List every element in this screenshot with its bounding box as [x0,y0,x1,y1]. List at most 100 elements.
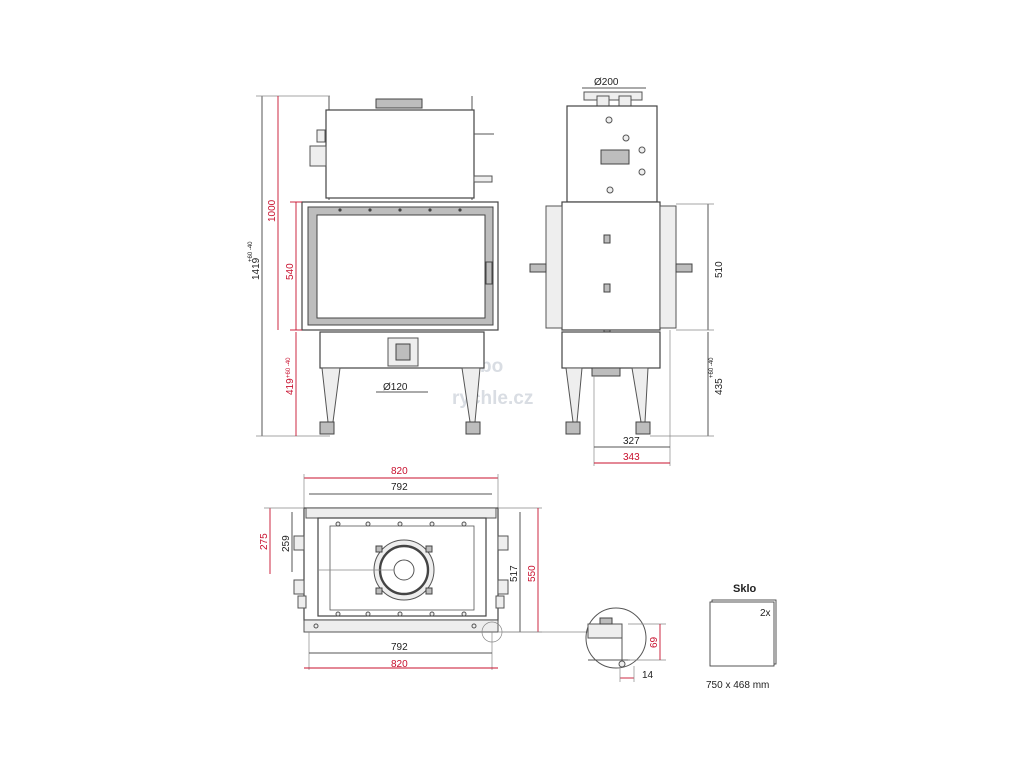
detail-dim-offset-label: 14 [642,670,654,681]
plan-bracket-left [293,535,305,551]
plan-flue-tab [425,587,433,595]
front-dim-legs-label: 419 [285,378,296,395]
front-air-inlet-core [395,343,411,361]
side-foot-left [565,421,581,435]
front-dim-legs-tolerance: +60 -40 [286,357,292,378]
plan-dim-left-inner-label: 259 [281,535,292,552]
plan-flue-tab [425,545,433,553]
plan-bracket-right [497,579,509,595]
plan-flue-tab [375,587,383,595]
plan-bolt [365,521,371,527]
side-slot [603,283,611,293]
front-door-handle [485,261,493,285]
glass-panel-front [709,601,775,667]
plan-bolt [471,623,477,629]
front-bracket-right [473,175,493,183]
watermark-line2: rychle.cz [452,388,533,409]
front-rivet [398,208,402,212]
plan-dim-left-outer-label: 275 [259,533,270,550]
detail-view: 69 14 [502,607,666,682]
side-handle-right [675,263,693,273]
detail-circle [585,607,647,669]
side-view: Ø200 510 [529,77,725,466]
plan-flue-tab [375,545,383,553]
plan-bracket-right [497,535,509,551]
side-bolt [638,146,646,154]
front-view: 1419 +60 -40 1000 540 419 +60 -40 Ø120 [248,95,499,437]
glass-title: Sklo [733,583,757,595]
front-upper-body [325,109,475,199]
plan-dim-width-inner-top-label: 792 [391,482,408,493]
plan-bolt [397,611,403,617]
side-dim-flue-label: Ø200 [594,77,619,88]
side-flue-collar [583,91,643,101]
front-leg-left [321,367,341,423]
side-bolt [605,116,613,124]
plan-bolt [397,521,403,527]
front-rivet [368,208,372,212]
side-flue-clamp-right [618,95,632,107]
side-dim-legs-tolerance: +60 -40 [709,357,715,378]
front-dim-total-label: 1419 [251,257,262,280]
front-dim-glass-label: 540 [285,263,296,280]
side-bolt [606,186,614,194]
side-slot [603,234,611,244]
detail-bolt-head [599,617,613,625]
plan-bracket-right-low [495,595,505,609]
plan-front-frame [305,507,497,519]
front-foot-right [465,421,481,435]
side-door-left [545,205,563,329]
plan-flue-center [393,559,415,581]
side-foot-right [635,421,651,435]
front-dim-total-tolerance: +60 -40 [248,241,254,262]
detail-frame-part [587,623,623,639]
side-bolt [622,134,630,142]
plan-rear-strip [303,619,499,633]
glass-size: 750 x 468 mm [706,680,769,691]
front-rivet [428,208,432,212]
side-main-body [561,201,661,331]
plan-bracket-left [293,579,305,595]
plan-dim-width-inner-bottom-label: 792 [391,642,408,653]
plan-bolt [461,521,467,527]
front-foot-left [319,421,335,435]
side-dim-legs-label: 435 [714,378,725,395]
plan-bolt [461,611,467,617]
side-leg-left [565,367,583,423]
plan-dim-width-outer-top-label: 820 [391,466,408,477]
detail-dim-height-label: 69 [649,636,660,648]
front-dim-upper-label: 1000 [267,199,278,222]
plan-dim-depth-outer-label: 550 [527,565,538,582]
side-handle-left [529,263,547,273]
plan-bolt [335,611,341,617]
plan-bolt [429,611,435,617]
glass-spec: Sklo 2x 750 x 468 mm [706,583,777,691]
plan-bolt [335,521,341,527]
plan-bolt [313,623,319,629]
front-glass-panel [316,214,486,319]
side-dim-depth-outer-label: 343 [623,452,640,463]
plan-bracket-left-low [297,595,307,609]
side-dim-glass-label: 510 [714,261,725,278]
side-lower-body [561,331,661,369]
plan-dim-width-outer-bottom-label: 820 [391,659,408,670]
side-bolt [638,168,646,176]
front-flue-collar [375,98,423,109]
side-dim-depth-inner-label: 327 [623,436,640,447]
side-door-right [659,205,677,329]
front-rivet [458,208,462,212]
detail-pin [618,660,626,668]
side-outlet-plate [600,149,630,165]
plan-view: 820 792 [259,466,542,670]
plan-bolt [365,611,371,617]
front-bracket-left [309,145,327,167]
front-dim-flue-label: Ø120 [383,382,408,393]
side-leg-right [631,367,649,423]
plan-dim-depth-inner-label: 517 [509,565,520,582]
glass-count: 2x [760,608,771,619]
front-rivet [338,208,342,212]
side-flue-clamp-left [596,95,610,107]
plan-bolt [429,521,435,527]
side-air-inlet [591,367,621,377]
